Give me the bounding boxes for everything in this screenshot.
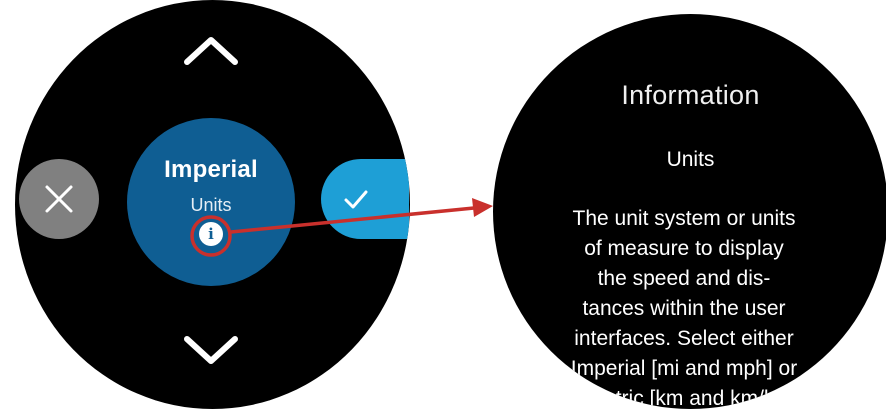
cancel-button[interactable] (19, 159, 99, 239)
option-label: Units (190, 195, 232, 215)
close-icon (45, 185, 73, 213)
info-button[interactable]: i (199, 222, 223, 246)
information-title: Information (621, 80, 760, 110)
checkmark-icon (344, 190, 368, 209)
chevron-up-icon (184, 37, 238, 65)
units-option-button[interactable]: Imperial Units i (127, 118, 295, 286)
info-icon: i (208, 225, 214, 243)
option-value: Imperial (164, 156, 258, 183)
chevron-down-icon (184, 336, 238, 364)
information-body-text: The unit system or units of measure to d… (570, 207, 798, 409)
information-subtitle: Units (666, 148, 715, 171)
units-selection-screen: Imperial Units i (15, 0, 410, 409)
scroll-up-button[interactable] (183, 34, 239, 66)
callout-arrowhead (472, 198, 493, 217)
confirm-button[interactable] (321, 159, 409, 239)
information-screen[interactable]: Information Units The unit system or uni… (493, 14, 886, 409)
scroll-down-button[interactable] (183, 335, 239, 367)
